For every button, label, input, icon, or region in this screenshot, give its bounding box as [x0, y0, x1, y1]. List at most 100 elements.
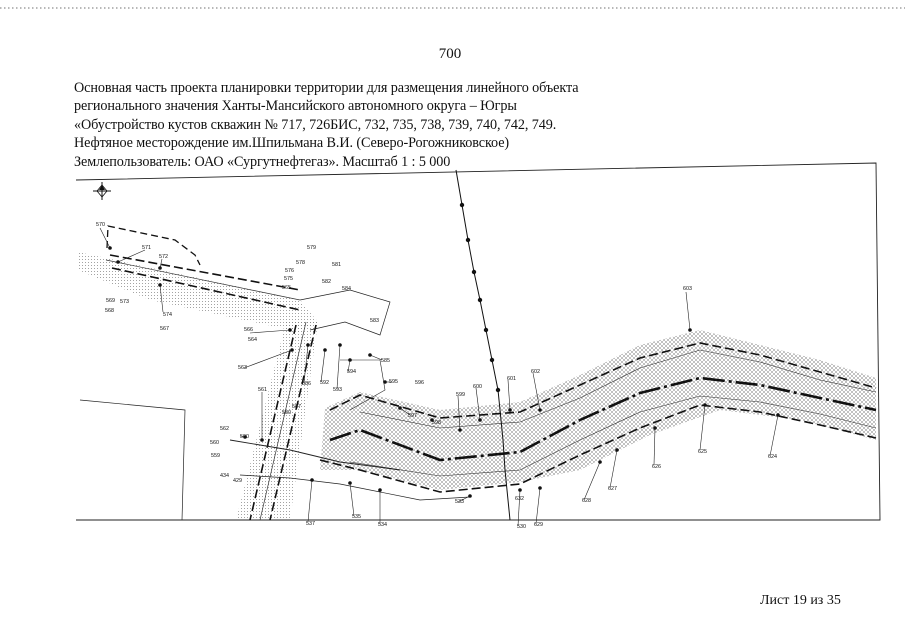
map-label: 624	[768, 454, 777, 460]
document-header: Основная часть проекта планировки террит…	[74, 79, 694, 171]
map-label: 572	[159, 254, 168, 260]
map-label: 575	[284, 276, 293, 282]
survey-point	[290, 348, 294, 352]
header-line-3: «Обустройство кустов скважин № 717, 726Б…	[74, 116, 557, 133]
sheet-number: Лист 19 из 35	[760, 593, 841, 608]
vertical-dashed-1	[249, 324, 297, 521]
survey-point	[538, 486, 542, 490]
leader-line	[457, 495, 471, 503]
leader-line	[769, 414, 779, 457]
map-label: 579	[307, 245, 316, 251]
node-area-lines-2	[340, 359, 386, 411]
survey-point	[615, 448, 619, 452]
map-label: 559	[211, 453, 220, 459]
power-line-node	[471, 269, 477, 275]
survey-point	[306, 343, 310, 347]
scan-border-top	[0, 7, 905, 9]
header-line-4: Нефтяное месторождение им.Шпильмана В.И.…	[74, 135, 510, 152]
crossing-connector-2	[239, 474, 471, 501]
survey-point	[430, 418, 434, 422]
survey-point	[323, 348, 327, 352]
map-label: 434	[220, 473, 229, 479]
map-label: 629	[534, 522, 543, 528]
map-labels: 570 571 572 573 569 568 574 567 579 576 …	[96, 222, 777, 530]
survey-point	[508, 408, 512, 412]
leader-line	[517, 489, 521, 527]
survey-point	[598, 460, 602, 464]
survey-point	[158, 283, 162, 287]
map-label: 576	[285, 268, 294, 274]
map-label: 600	[473, 384, 482, 390]
map-label: 583	[370, 318, 379, 324]
corridor-thin-south	[349, 395, 877, 477]
leader-line	[535, 487, 541, 525]
vertical-dashed-2	[269, 324, 317, 521]
leader-line	[583, 461, 601, 501]
west-dashed-top	[106, 225, 201, 266]
map-label: 580	[282, 410, 291, 416]
map-label: 595	[389, 379, 398, 385]
leader-line	[507, 379, 511, 411]
map-label: 586	[302, 381, 311, 387]
map-label: 587	[292, 404, 301, 410]
leader-line	[320, 349, 326, 383]
leader-line	[475, 387, 481, 421]
survey-point	[158, 266, 162, 270]
leader-line	[532, 372, 541, 411]
map-label: 596	[415, 380, 424, 386]
leader-line	[99, 227, 111, 249]
west-solid	[105, 259, 301, 301]
map-label: 535	[352, 514, 361, 520]
vertical-solid	[259, 321, 307, 521]
leader-line	[347, 359, 351, 373]
corridor-dashed-north	[329, 342, 877, 419]
map-label: 593	[333, 387, 342, 393]
leader-line	[243, 349, 293, 369]
north-arrow	[93, 182, 111, 200]
leader-line	[399, 407, 411, 416]
map-label: 627	[608, 486, 617, 492]
survey-point	[478, 418, 482, 422]
map-label: 429	[233, 478, 242, 484]
map-label: 530	[517, 524, 526, 530]
map-label: 573	[120, 299, 129, 305]
map-label: 603	[683, 286, 692, 292]
survey-point	[348, 358, 352, 362]
map-label: 598	[432, 420, 441, 426]
survey-point	[260, 438, 264, 442]
survey-points	[99, 227, 780, 527]
leader-line	[249, 329, 291, 334]
power-line-node	[477, 297, 483, 303]
map-label: 562	[220, 426, 229, 432]
map-frame	[75, 162, 881, 521]
survey-point	[348, 481, 352, 485]
survey-point	[703, 403, 707, 407]
survey-point	[378, 488, 382, 492]
survey-point	[653, 426, 657, 430]
parcel-outline	[79, 399, 186, 521]
map-label: 584	[342, 286, 351, 292]
corridor-hatched-area	[320, 330, 876, 490]
map-label: 563	[238, 365, 247, 371]
corridor-axis	[329, 376, 877, 462]
leader-line	[609, 449, 618, 489]
leader-line	[336, 344, 341, 390]
map-label: 537	[306, 521, 315, 527]
crossing-connector	[229, 439, 401, 471]
survey-point	[538, 408, 542, 412]
survey-point	[383, 380, 387, 384]
power-line-nodes	[459, 202, 501, 393]
survey-point	[398, 406, 402, 410]
survey-point	[338, 343, 342, 347]
survey-point	[116, 260, 120, 264]
power-line-node	[483, 327, 489, 333]
leader-line	[349, 482, 355, 517]
vertical-corridor-area	[236, 322, 318, 520]
map-label: 566	[244, 327, 253, 333]
power-line-node	[465, 237, 471, 243]
map-label: 564	[248, 337, 257, 343]
map-label: 601	[507, 376, 516, 382]
west-dashed-1	[109, 254, 301, 291]
power-line-node	[489, 357, 495, 363]
